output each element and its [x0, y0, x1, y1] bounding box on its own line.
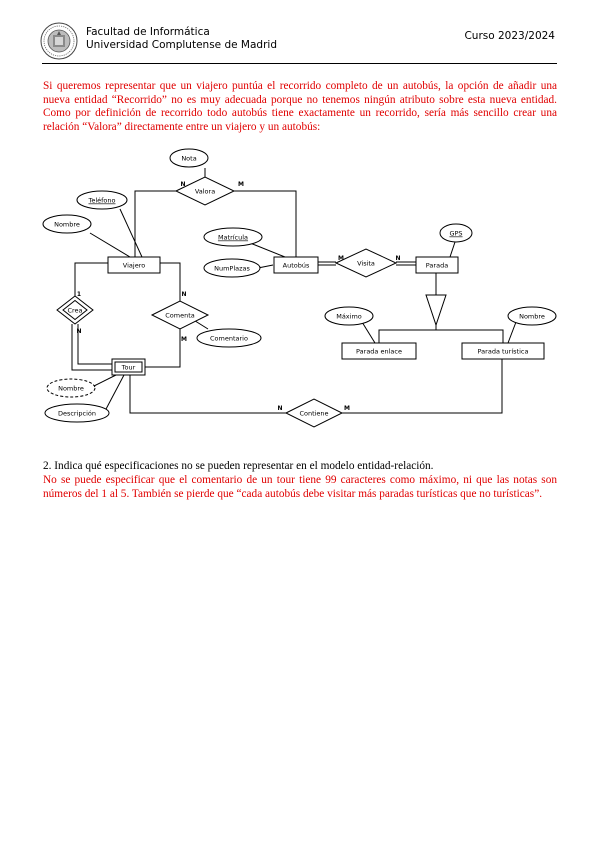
line-viajero-comenta — [160, 262, 181, 301]
entity-autobus-label: Autobús — [283, 262, 310, 270]
line-valora-autobus — [234, 190, 297, 257]
entity-tour-weak-inner — [114, 361, 143, 373]
entity-tour-label: Tour — [121, 364, 136, 372]
answer-paragraph-1: Si queremos representar que un viajero p… — [43, 80, 557, 133]
card-comenta-tour: M — [181, 336, 187, 343]
line-telefono-viajero — [119, 208, 143, 258]
attr-telefono-ellipse — [76, 190, 128, 210]
line-contiene-turistica — [342, 359, 503, 414]
entity-parada-label: Parada — [426, 262, 448, 270]
relation-comenta-diamond — [150, 300, 210, 330]
attr-matricula-ellipse — [203, 227, 263, 247]
line-nombre-turistica — [507, 321, 517, 344]
attr-nota-label: Nota — [181, 155, 196, 163]
card-contiene-tour: N — [277, 405, 282, 412]
card-comenta-viajero: N — [181, 291, 186, 298]
attr-nota-ellipse — [169, 148, 209, 168]
line-tour-contiene — [129, 375, 286, 414]
university-seal-logo — [40, 22, 78, 60]
line-isa-turistica — [436, 329, 504, 343]
entity-parada-box — [415, 256, 459, 274]
relation-contiene-diamond — [284, 398, 344, 428]
line-viajero-crea — [74, 262, 108, 296]
line-gps-parada — [449, 241, 456, 258]
relation-valora-label: Valora — [195, 188, 215, 196]
question-2: 2. Indica qué especificaciones no se pue… — [43, 460, 434, 472]
card-contiene-parada: M — [344, 405, 350, 412]
course-year: Curso 2023/2024 — [464, 30, 555, 42]
line-viajero-valora — [134, 190, 176, 257]
attr-descripcion-ellipse — [44, 403, 110, 423]
attr-nombre-parada-ellipse — [507, 306, 557, 326]
entity-parada-turistica-label: Parada turística — [478, 348, 529, 356]
relation-comenta-label: Comenta — [165, 312, 195, 320]
university-name: Universidad Complutense de Madrid — [86, 39, 277, 51]
entity-viajero-label: Viajero — [123, 262, 145, 270]
line-matricula-autobus — [249, 242, 286, 258]
attr-telefono-label: Teléfono — [87, 197, 115, 205]
card-crea-tour: N — [76, 328, 81, 335]
relation-visita-label: Visita — [357, 260, 375, 268]
attr-nombre-viajero-label: Nombre — [54, 221, 80, 229]
card-valora-viajero: N — [180, 181, 185, 188]
relation-crea-diamond — [56, 295, 94, 325]
card-visita-parada: N — [395, 255, 400, 262]
line-isa-enlace — [378, 325, 437, 343]
isa-triangle — [425, 294, 447, 327]
attr-comentario-ellipse — [196, 328, 262, 348]
answer-paragraph-2: No se puede especificar que el comentari… — [43, 474, 557, 500]
line-crea-tour-double — [71, 324, 112, 371]
line-numplazas-autobus — [257, 264, 274, 269]
entity-parada-enlace-box — [341, 342, 417, 360]
attr-maximo-label: Máximo — [336, 313, 362, 321]
attr-descripcion-label: Descripción — [58, 410, 96, 418]
entity-parada-enlace-label: Parada enlace — [356, 348, 402, 356]
attr-gps-ellipse — [439, 223, 473, 243]
relation-crea-label: Crea — [67, 307, 82, 315]
header-institution: Facultad de Informática Universidad Comp… — [86, 26, 277, 52]
attr-maximo-ellipse — [324, 306, 374, 326]
attr-nombre-tour-label: Nombre — [58, 385, 84, 393]
line-comenta-tour — [145, 329, 181, 368]
relation-contiene-label: Contiene — [299, 410, 328, 418]
attr-matricula-label: Matrícula — [218, 234, 248, 242]
faculty-name: Facultad de Informática — [86, 26, 210, 38]
line-nombre-viajero — [89, 232, 131, 258]
entity-parada-turistica-box — [461, 342, 545, 360]
attr-nombre-tour-ellipse — [46, 378, 96, 398]
relation-valora-diamond — [174, 176, 236, 206]
attr-comentario-label: Comentario — [210, 335, 248, 343]
card-crea-viajero: 1 — [77, 291, 81, 298]
header-divider — [42, 63, 557, 64]
card-valora-autobus: M — [238, 181, 244, 188]
relation-crea-diamond-inner — [62, 299, 88, 321]
card-visita-autobus: M — [338, 255, 344, 262]
entity-viajero-box — [107, 256, 161, 274]
attr-numplazas-label: NumPlazas — [214, 265, 250, 273]
entity-tour-box — [111, 358, 146, 376]
line-maximo-enlace — [361, 321, 376, 344]
entity-autobus-box — [273, 256, 319, 274]
attr-numplazas-ellipse — [203, 258, 261, 278]
line-descripcion-tour — [104, 374, 125, 412]
attr-gps-label: GPS — [449, 230, 462, 238]
er-diagram: Viajero Autobús Parada Tour Parada enlac… — [42, 148, 557, 428]
attr-nombre-viajero-ellipse — [42, 214, 92, 234]
attr-nombre-parada-label: Nombre — [519, 313, 545, 321]
relation-visita-diamond — [334, 248, 398, 278]
